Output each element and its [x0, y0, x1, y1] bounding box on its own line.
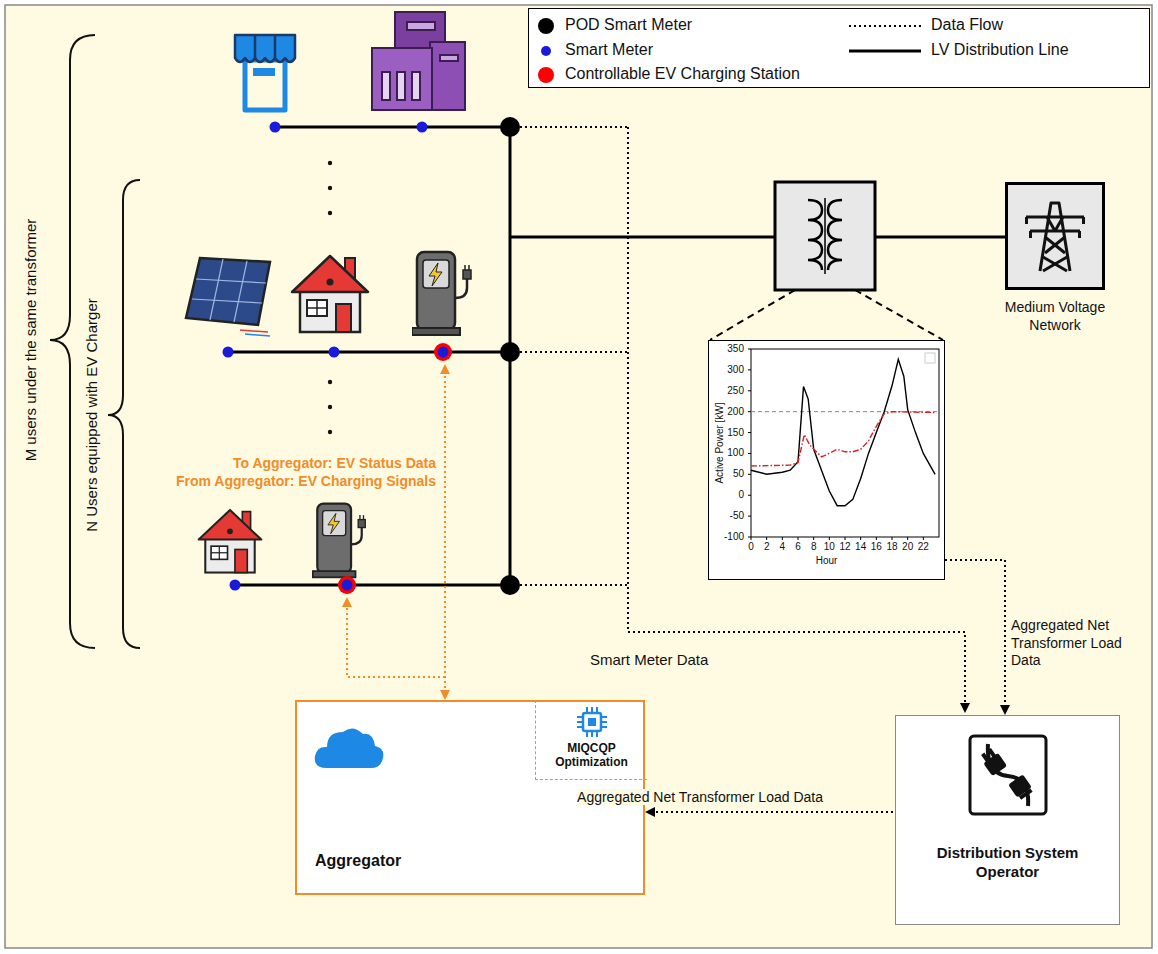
tick-label: 12 [839, 541, 850, 553]
connector-label: Aggregated Net Transformer Load Data [1011, 617, 1135, 670]
legend-text: POD Smart Meter [565, 16, 692, 34]
box-title: Distribution System Operator [936, 844, 1079, 882]
tick-label: 250 [727, 385, 744, 397]
tick-label: 0 [748, 541, 754, 553]
tick-label: 10 [824, 541, 835, 553]
operator-box: Distribution System Operator [895, 715, 1120, 925]
icon [968, 734, 1048, 820]
legend-swatch [538, 67, 554, 83]
box-title: Aggregator [315, 852, 401, 870]
data-flow-connector [647, 811, 893, 813]
tick-label: 4 [780, 541, 786, 553]
grid-box: Medium Voltage Network [1005, 182, 1105, 290]
tick-label: 100 [727, 447, 744, 459]
axis-title: Hour [709, 555, 944, 566]
tick-label: 200 [727, 406, 744, 418]
legend-text: Smart Meter [565, 41, 653, 59]
legend-text: Data Flow [931, 16, 1003, 34]
tick-label: 20 [902, 541, 913, 553]
box-title: MIQCQP Optimization [540, 742, 643, 770]
tick-label: 6 [795, 541, 801, 553]
tick-label: -100 [724, 531, 744, 543]
legend-line-sample [849, 23, 923, 29]
group-label: N Users equipped with EV Charger [83, 298, 100, 531]
optimization-box: MIQCQP Optimization [535, 700, 647, 780]
tick-label: 150 [727, 427, 744, 439]
legend-swatch [541, 46, 551, 56]
legend-swatch [538, 18, 554, 34]
legend-text: Controllable EV Charging Station [565, 65, 800, 83]
legend-line-sample [849, 48, 923, 54]
legend-box: POD Smart MeterSmart MeterControllable E… [528, 8, 1150, 88]
icon [576, 706, 608, 742]
legend-text: LV Distribution Line [931, 41, 1069, 59]
icon [1020, 197, 1090, 277]
connector-label: Aggregated Net Transformer Load Data [577, 789, 823, 805]
tick-label: 50 [733, 468, 744, 480]
icon [313, 724, 385, 774]
tick-label: 18 [886, 541, 897, 553]
tick-label: 22 [918, 541, 929, 553]
tick-label: 350 [727, 343, 744, 355]
tick-label: 14 [855, 541, 866, 553]
data-flow-connector [945, 560, 1005, 713]
flow-label: Smart Meter Data [590, 651, 708, 668]
tick-label: 8 [811, 541, 817, 553]
load-chart: Active Power [kW]Hour3503002502001501005… [708, 340, 945, 580]
box-caption: Medium Voltage Network [983, 299, 1127, 334]
tick-label: 300 [727, 364, 744, 376]
axis-title: Active Power [kW] [714, 402, 725, 483]
group-label: M users under the same transformer [22, 219, 39, 462]
flow-label: To Aggregator: EV Status Data [233, 455, 436, 471]
flow-label: From Aggregator: EV Charging Signals [176, 473, 436, 489]
tick-label: -50 [730, 510, 744, 522]
tick-label: 0 [738, 489, 744, 501]
tick-label: 16 [871, 541, 882, 553]
tick-label: 2 [764, 541, 770, 553]
